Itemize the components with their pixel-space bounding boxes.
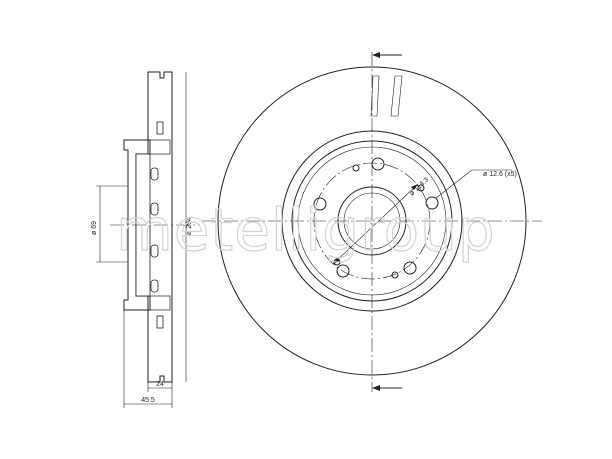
vent-channel-bottom — [149, 295, 171, 311]
thickness-dimension: 24 — [147, 381, 173, 392]
bolt-hole — [403, 261, 417, 275]
bolt-hole — [425, 196, 439, 210]
locating-hole — [352, 164, 360, 172]
disc-diameter-label: ø 294 — [186, 217, 193, 235]
watermark-logo: metelligroup — [116, 196, 495, 264]
locating-hole — [417, 184, 425, 192]
disc-diameter-dimension: ø 294 — [185, 72, 193, 382]
stud-bottom — [156, 315, 164, 329]
bolt-hole — [336, 264, 350, 278]
overall-height-label: 45.5 — [141, 397, 155, 404]
bolt-hole — [371, 157, 385, 171]
bolt-hole — [313, 197, 327, 211]
section-arrow-bottom — [372, 385, 402, 391]
locating-hole — [391, 271, 399, 279]
vent-channel-top — [149, 139, 171, 155]
section-arrow-top — [372, 52, 402, 58]
hub-bore-label: ø 69 — [91, 221, 98, 235]
bolt-hole-slots — [150, 167, 159, 293]
stud-top — [156, 121, 164, 135]
vent-slots — [370, 75, 403, 117]
bolt-hole-dimension: ø 12.6 (x5) — [435, 169, 517, 199]
front-view: ø 114.3 ø 12.6 (x5) — [202, 52, 542, 392]
disc-outer-circle — [217, 66, 527, 376]
overall-height-dimension: 45.5 — [123, 310, 173, 408]
side-section-view: ø 69 ø 294 24 45.5 — [91, 71, 200, 408]
bolt-hole-label: ø 12.6 (x5) — [483, 171, 517, 178]
hub-bore-dimension: ø 69 — [91, 185, 128, 263]
thickness-label: 24 — [156, 381, 164, 388]
